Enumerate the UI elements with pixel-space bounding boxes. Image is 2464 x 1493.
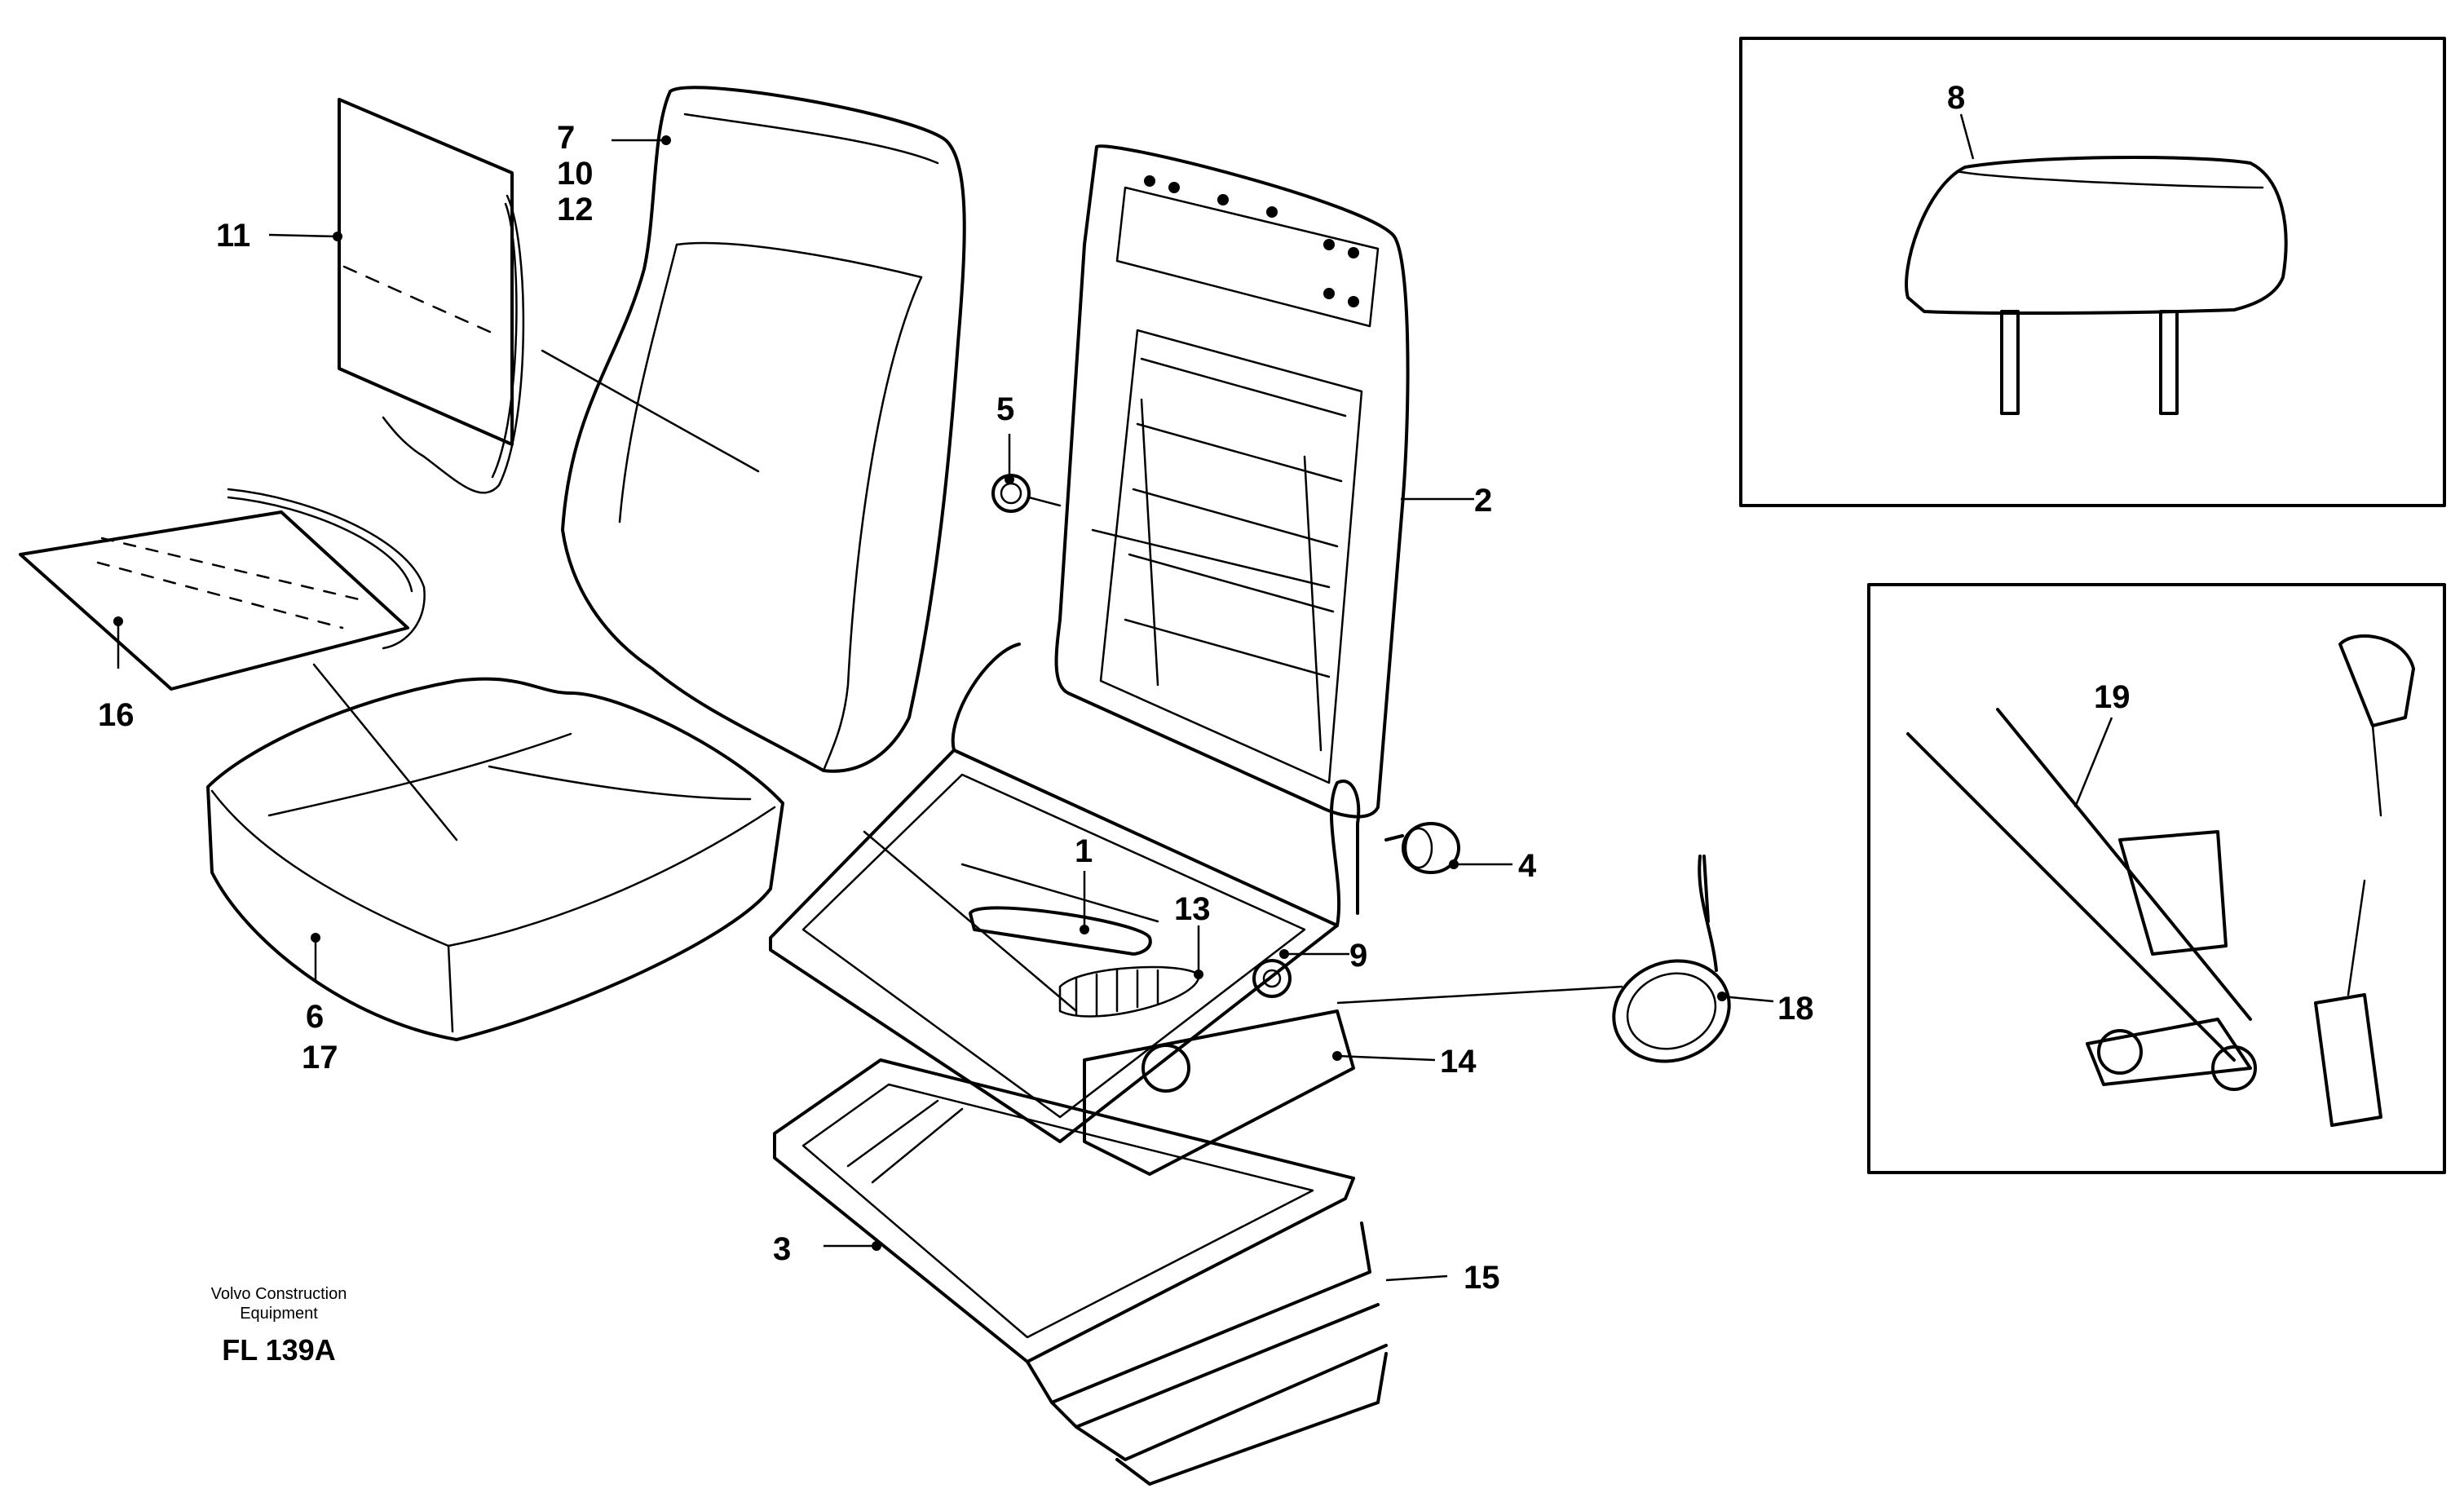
seat-belt-detail-icon — [1867, 583, 2446, 1174]
callout-13: 13 — [1174, 891, 1211, 927]
callout-17: 17 — [302, 1040, 338, 1076]
backrest-adjust-knob-icon — [1384, 822, 1460, 874]
caption-company-line2: Equipment — [240, 1305, 318, 1323]
leader-lines — [113, 113, 2113, 1282]
callout-15: 15 — [1464, 1260, 1500, 1296]
back-heating-pad-icon — [338, 98, 760, 494]
caption-company-line1: Volvo Construction — [211, 1285, 347, 1303]
callout-10: 10 — [557, 156, 594, 192]
seat-heating-pad-icon — [19, 488, 458, 841]
seat-base-bellows-icon — [773, 1058, 1388, 1486]
seat-cushion-icon — [206, 677, 784, 1041]
callout-18: 18 — [1777, 991, 1814, 1027]
callout-14: 14 — [1440, 1044, 1477, 1080]
callout-4: 4 — [1518, 848, 1537, 884]
callout-9: 9 — [1349, 938, 1367, 974]
backrest-frame-icon — [1054, 144, 1410, 819]
seat-pan-frame-icon — [769, 643, 1361, 1176]
callout-12: 12 — [557, 192, 594, 227]
callout-8: 8 — [1947, 80, 1965, 116]
callout-11: 11 — [216, 218, 250, 254]
callout-6: 6 — [306, 999, 324, 1035]
callout-16: 16 — [98, 697, 135, 733]
callout-3: 3 — [773, 1231, 791, 1267]
callout-5: 5 — [996, 391, 1014, 427]
figure-code: FL 139A — [222, 1333, 335, 1367]
callout-1: 1 — [1075, 833, 1093, 869]
callout-2: 2 — [1474, 483, 1492, 519]
lumbar-knob-icon — [991, 474, 1062, 513]
backrest-cushion-icon — [561, 86, 966, 773]
cable-tie-icon — [1336, 855, 1731, 1063]
headrest-detail-icon — [1739, 37, 2446, 507]
callout-7: 7 — [557, 120, 575, 156]
callout-19: 19 — [2094, 679, 2131, 715]
